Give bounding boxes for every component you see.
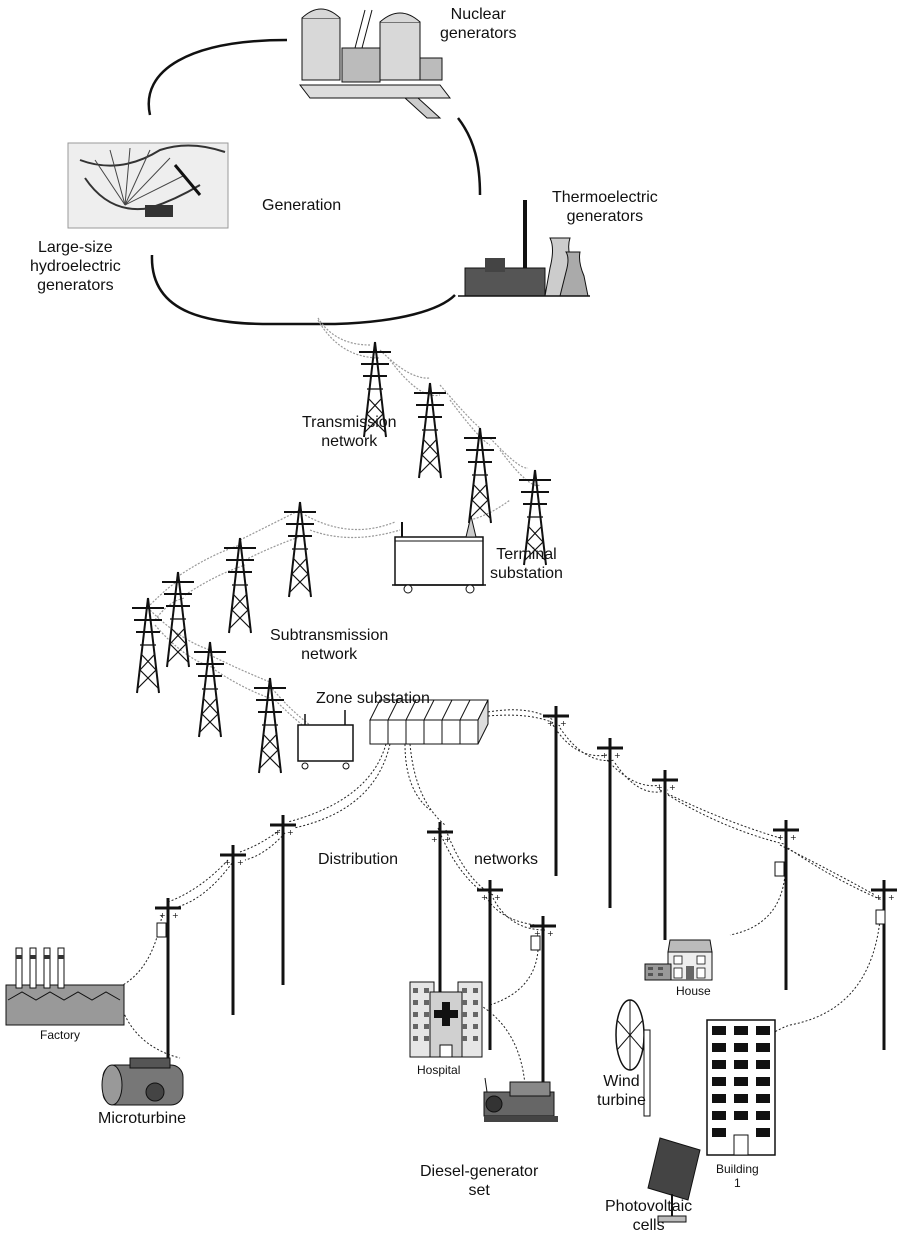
utility-pole-icon: [595, 736, 625, 910]
subtransmission-network: [131, 501, 401, 774]
label-line: Nuclear: [450, 6, 506, 23]
office-building-icon: [706, 1019, 776, 1156]
subtransmission-tower-icon: [131, 597, 165, 694]
terminal-substation-icon: [392, 515, 486, 594]
label-microturbine: Microturbine: [98, 1110, 187, 1127]
label-hospital: Hospital: [417, 1063, 461, 1077]
hospital-icon: [409, 981, 483, 1058]
label-networks: networks: [474, 851, 539, 868]
label-line: Terminal: [496, 546, 557, 563]
label-line: set: [468, 1182, 490, 1199]
label-line: Building: [716, 1162, 759, 1176]
zone-substation-icon: [297, 699, 489, 770]
hydroelectric-dam-icon: [67, 142, 229, 229]
label-line: Photovoltaic: [605, 1198, 693, 1215]
label-diesel-generator: Diesel-generator set: [420, 1162, 538, 1200]
label-line: hydroelectric: [30, 258, 121, 275]
house-icon: [644, 939, 713, 981]
thermoelectric-plant-icon: [458, 200, 590, 297]
label-line: network: [321, 433, 378, 450]
transmission-tower-icon: [413, 382, 447, 479]
subtransmission-tower-icon: [193, 641, 227, 738]
utility-poles: [153, 704, 899, 1088]
label-zone-substation: Zone substation: [316, 690, 430, 707]
generation-ring: [147, 38, 482, 326]
label-line: cells: [632, 1217, 665, 1234]
label-line: network: [301, 646, 358, 663]
transmission-tower-icon: [463, 427, 497, 524]
label-subtransmission-network: Subtransmission network: [270, 626, 388, 664]
label-line: Subtransmission: [270, 627, 389, 644]
utility-pole-icon: [869, 878, 899, 1052]
transformer-icon: [156, 922, 167, 938]
utility-pole-icon: [771, 818, 801, 992]
label-nuclear: Nuclear generators: [440, 5, 517, 43]
label-line: 1: [734, 1176, 741, 1190]
label-line: Diesel-generator: [420, 1163, 539, 1180]
subtransmission-tower-icon: [223, 537, 257, 634]
label-line: generators: [440, 25, 517, 42]
subtransmission-tower-icon: [161, 571, 195, 668]
utility-pole-icon: [268, 813, 298, 987]
microturbine-icon: [101, 1057, 184, 1106]
utility-pole-icon: [541, 704, 571, 878]
label-distribution: Distribution: [318, 851, 399, 868]
label-line: Wind: [603, 1073, 640, 1090]
label-line: generators: [566, 208, 644, 225]
label-hydroelectric: Large-size hydroelectric generators: [30, 238, 121, 295]
utility-pole-icon: [650, 768, 680, 942]
utility-pole-icon: [218, 843, 248, 1017]
label-house: House: [676, 984, 711, 998]
factory-icon: [5, 947, 125, 1026]
wind-turbine-icon: [615, 999, 651, 1117]
label-generation: Generation: [262, 197, 342, 214]
label-thermoelectric: Thermoelectric generators: [552, 188, 658, 226]
label-line: Large-size: [38, 239, 113, 256]
label-line: turbine: [597, 1092, 646, 1109]
label-line: generators: [37, 277, 114, 294]
subtransmission-tower-icon: [253, 677, 287, 774]
label-factory: Factory: [40, 1028, 81, 1042]
utility-pole-icon: [425, 820, 455, 994]
nuclear-plant-icon: [298, 8, 452, 119]
transformer-icon: [875, 909, 886, 925]
transformer-icon: [774, 861, 785, 877]
label-photovoltaic: Photovoltaic cells: [605, 1197, 692, 1235]
label-transmission-network: Transmission network: [302, 413, 397, 451]
label-line: substation: [490, 565, 563, 582]
transformer-icon: [530, 935, 541, 951]
label-line: Thermoelectric: [552, 189, 658, 206]
solar-panel-icon: [647, 1137, 701, 1223]
diesel-generator-icon: [483, 1077, 558, 1122]
transmission-network: [317, 317, 552, 566]
label-wind-turbine: Wind turbine: [597, 1072, 646, 1110]
label-line: Transmission: [302, 414, 397, 431]
label-terminal-substation: Terminal substation: [490, 545, 563, 583]
